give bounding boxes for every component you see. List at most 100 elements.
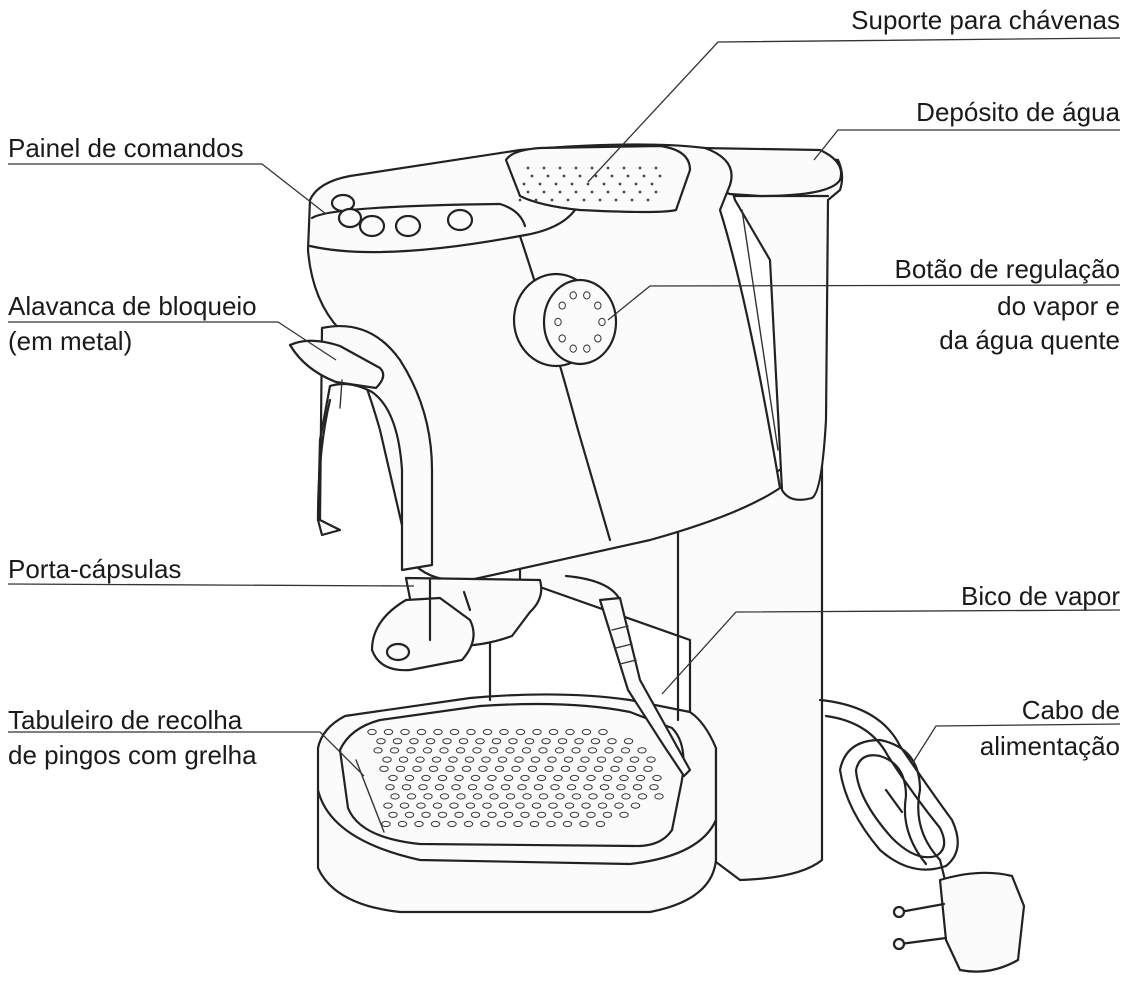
grille-hole (500, 784, 511, 791)
grille-hole (489, 793, 499, 800)
grille-hole (458, 738, 469, 745)
grille-hole (554, 747, 565, 754)
label-steam-knob-line2: do vapor e (997, 291, 1120, 321)
grille-hole (439, 793, 450, 800)
label-drip-tray-line1: Tabuleiro de recolha (8, 705, 243, 735)
locking-lever (288, 324, 434, 572)
grille-hole (630, 802, 641, 809)
grille-hole (390, 793, 400, 800)
grille-hole (569, 811, 580, 818)
grille-hole (376, 738, 386, 745)
grille-hole (432, 802, 443, 809)
cup-hole (522, 182, 526, 186)
plug-icon (892, 871, 1026, 973)
grille-hole (382, 756, 392, 763)
grille-hole (604, 793, 615, 800)
grille-hole (602, 811, 613, 818)
grille-hole (621, 793, 631, 800)
grille-hole (409, 738, 419, 745)
cup-hole (658, 174, 662, 178)
cup-hole (554, 182, 558, 186)
grille-hole (654, 793, 664, 800)
grille-hole (577, 765, 587, 772)
grille-hole (472, 747, 482, 754)
grille-hole (580, 756, 590, 763)
control-panel (310, 193, 527, 238)
grille-hole (497, 756, 508, 763)
grille-hole (367, 728, 377, 736)
grille-hole (496, 820, 507, 828)
grille-hole (454, 811, 464, 818)
grille-hole (637, 747, 647, 754)
grille-hole (400, 728, 410, 736)
grille-hole (599, 784, 610, 791)
grille-hole (547, 756, 557, 763)
grille-hole (586, 774, 596, 782)
grille-hole (588, 793, 598, 800)
cup-support-holes (518, 166, 662, 202)
grille-hole (442, 738, 452, 745)
grille-hole (529, 820, 540, 828)
grille-hole (385, 784, 395, 791)
grille-hole (439, 747, 449, 754)
grille-hole (373, 747, 383, 754)
cup-hole (550, 198, 554, 202)
cup-hole (654, 166, 658, 170)
button-icon (358, 214, 386, 238)
cup-hole (618, 182, 622, 186)
grille-hole (652, 774, 662, 782)
grille-hole (508, 738, 518, 745)
grille-hole (563, 756, 574, 763)
grille-hole (461, 765, 472, 772)
grille-hole (463, 820, 474, 828)
grille-hole (610, 765, 620, 772)
cup-hole (650, 182, 654, 186)
cup-hole (534, 198, 538, 202)
grille-hole (614, 802, 624, 809)
grille-hole (619, 811, 629, 818)
grille-hole (520, 811, 530, 818)
grille-hole (530, 756, 541, 763)
label-control-panel: Painel de comandos (8, 133, 244, 163)
grille-hole (383, 728, 394, 736)
grille-hole (632, 784, 643, 791)
label-drip-tray-line2: de pingos com grelha (8, 740, 257, 770)
grille-hole (517, 784, 527, 791)
label-capsule-holder: Porta-cápsulas (8, 554, 182, 584)
cup-hole (622, 166, 626, 170)
grille-hole (538, 793, 549, 800)
grille-hole (515, 802, 525, 809)
grille-hole (464, 756, 475, 763)
grille-hole (566, 784, 577, 791)
cup-hole (626, 174, 630, 178)
grille-hole (494, 765, 505, 772)
cup-hole (526, 166, 530, 170)
knob-hole (598, 317, 606, 327)
knob-hole (594, 334, 602, 343)
power-cable (818, 698, 959, 902)
cup-hole (610, 174, 614, 178)
grille-hole (569, 774, 580, 782)
knob-hole (569, 291, 577, 300)
grille-hole (434, 784, 445, 791)
cup-hole (642, 174, 646, 178)
grille-hole (522, 793, 532, 800)
grille-hole (513, 820, 523, 828)
grille-hole (431, 756, 442, 763)
grille-hole (392, 738, 403, 745)
grille-hole (595, 820, 606, 828)
grille-hole (406, 747, 416, 754)
grille-hole (491, 738, 502, 745)
button-icon (337, 207, 363, 229)
cup-hole (574, 166, 578, 170)
grille-hole (607, 738, 617, 745)
grille-hole (587, 747, 598, 754)
grille-hole (475, 738, 485, 745)
grille-hole (503, 811, 514, 818)
grille-hole (536, 811, 547, 818)
grille-hole (524, 738, 535, 745)
grille-holes (367, 728, 664, 828)
grille-hole (415, 756, 425, 763)
cup-hole (638, 190, 642, 194)
